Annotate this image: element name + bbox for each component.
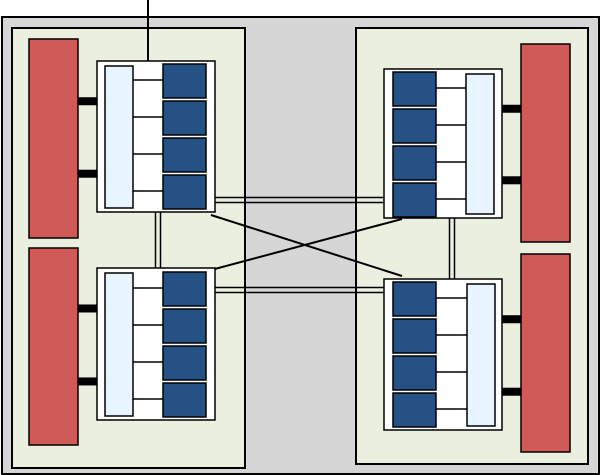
core-block: [162, 308, 207, 344]
hub-block: [465, 73, 495, 215]
memory-connector: [78, 169, 97, 178]
memory-module: [28, 38, 79, 239]
core-block: [392, 71, 437, 107]
hub-block: [466, 283, 496, 427]
memory-connector: [502, 387, 521, 396]
memory-module: [520, 253, 571, 453]
memory-connector: [78, 304, 97, 313]
core-block: [162, 382, 207, 418]
interconnect-links: [154, 196, 456, 294]
core-block: [392, 392, 437, 428]
chip-bottom-left: [28, 247, 216, 446]
chip-bottom-right: [383, 253, 571, 453]
core-block: [392, 281, 437, 317]
core-block: [162, 137, 207, 173]
core-block: [162, 174, 207, 210]
memory-connector: [502, 104, 521, 113]
memory-module: [28, 247, 79, 446]
memory-module: [520, 43, 571, 243]
chips: [28, 38, 571, 453]
core-block: [162, 63, 207, 99]
chip-top-left: [28, 38, 216, 239]
memory-connector: [502, 315, 521, 324]
core-block: [162, 100, 207, 136]
hub-block: [104, 272, 134, 417]
memory-connector: [78, 377, 97, 386]
memory-connector: [502, 176, 521, 185]
core-block: [392, 182, 437, 218]
core-block: [392, 108, 437, 144]
core-block: [392, 318, 437, 354]
core-block: [392, 355, 437, 391]
core-block: [162, 345, 207, 381]
hub-block: [104, 65, 134, 209]
chip-top-right: [383, 43, 571, 243]
core-block: [162, 271, 207, 307]
memory-connector: [78, 97, 97, 106]
core-block: [392, 145, 437, 181]
link-cross: [210, 218, 403, 271]
